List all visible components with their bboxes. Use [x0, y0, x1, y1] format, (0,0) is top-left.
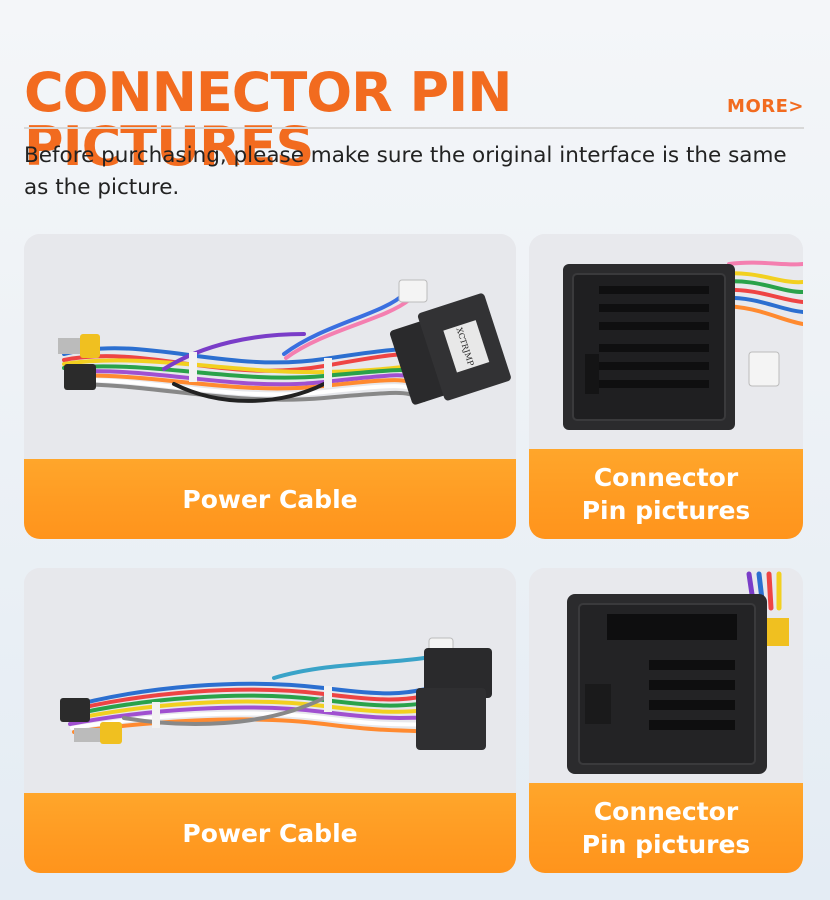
- subtitle-text: Before purchasing, please make sure the …: [24, 143, 787, 200]
- header: CONNECTOR PIN PICTURES MORE>: [24, 58, 804, 174]
- power-cable-card-2[interactable]: Power Cable: [24, 568, 516, 873]
- power-cable-image-2: [24, 568, 516, 794]
- power-cable-label-band-1: Power Cable: [24, 459, 516, 539]
- connector-pin-image-1: [529, 234, 803, 450]
- power-cable-image-1: XCTRJMP: [24, 234, 516, 460]
- connector-pin-card-2[interactable]: Connector Pin pictures: [529, 568, 803, 873]
- connector-pin-label-band-2: Connector Pin pictures: [529, 783, 803, 873]
- card-label-1: Power Cable: [182, 484, 358, 514]
- power-cable-card-1[interactable]: XCTRJMP Power Cable: [24, 234, 516, 539]
- card-label-2: Connector Pin pictures: [581, 463, 751, 525]
- card-label-4: Connector Pin pictures: [581, 797, 751, 859]
- connector-pin-card-1[interactable]: Connector Pin pictures: [529, 234, 803, 539]
- connector-pin-image-2: [529, 568, 803, 784]
- title-divider: [24, 127, 804, 129]
- connector-pin-label-band-1: Connector Pin pictures: [529, 449, 803, 539]
- power-cable-label-band-2: Power Cable: [24, 793, 516, 873]
- card-label-3: Power Cable: [182, 818, 358, 848]
- more-link[interactable]: MORE>: [727, 96, 804, 117]
